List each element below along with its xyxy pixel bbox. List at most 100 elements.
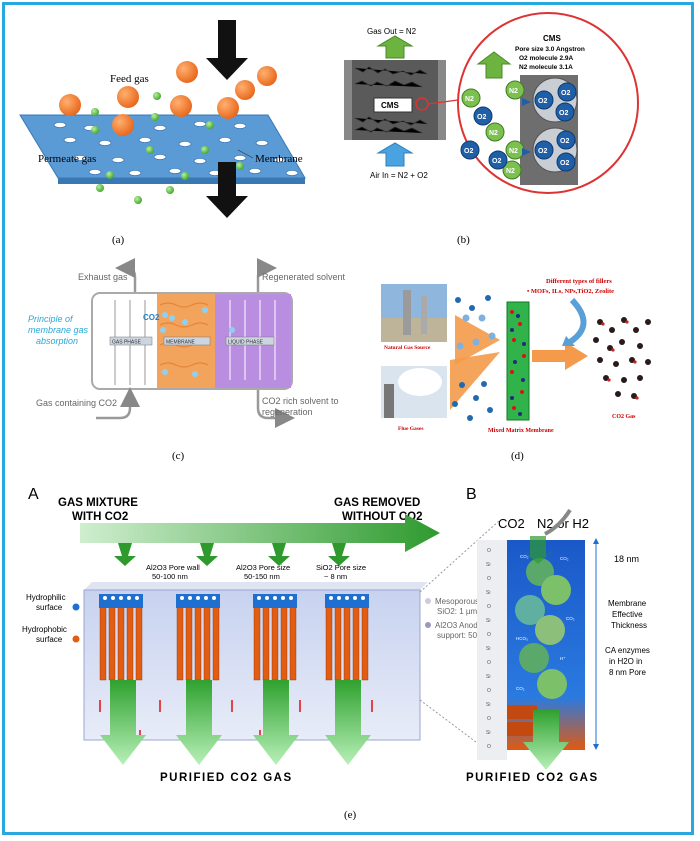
- svg-text:Si: Si: [486, 562, 490, 568]
- silica-wall: [477, 540, 507, 760]
- cms-tag: CMS: [381, 101, 399, 110]
- gas-out-label: Gas Out = N2: [367, 27, 417, 36]
- ca-line-1: CA enzymes: [605, 646, 650, 655]
- svg-text:O2: O2: [538, 98, 547, 105]
- effective-line-1: Membrane: [608, 599, 647, 608]
- anodisc-line-1: Al2O3 Anodisc: [435, 621, 487, 630]
- svg-text:O2: O2: [492, 158, 501, 165]
- permeate-molecules: [91, 92, 244, 204]
- svg-text:O: O: [487, 604, 491, 610]
- thickness-nm: 18 nm: [614, 554, 639, 564]
- liquid-phase-label: LIQUID PHASE: [228, 340, 264, 346]
- svg-text:O2: O2: [559, 110, 568, 117]
- svg-text:H⁺: H⁺: [560, 656, 566, 661]
- hydrophobic-line-1: Hydrophobic: [22, 625, 67, 634]
- rich-solvent-line-1: CO2 rich solvent to: [262, 396, 339, 406]
- svg-text:Si: Si: [486, 702, 490, 708]
- svg-text:O2: O2: [560, 160, 569, 167]
- n2-molecules: N2 N2 N2 N2 N2: [461, 80, 525, 180]
- ca-enzymes: [515, 558, 571, 699]
- sio2-size-line-1: SiO2 Pore size: [316, 563, 366, 572]
- svg-text:CO₂: CO₂: [560, 556, 569, 561]
- svg-text:N2: N2: [489, 130, 498, 137]
- svg-text:O: O: [487, 660, 491, 666]
- hydrophobic-line-2: surface: [36, 635, 63, 644]
- anodisc-line-2: support: 50 µm-thick: [437, 631, 511, 640]
- mesoporous-line-2: SiO2: 1 µm-thick: [437, 607, 497, 616]
- al2o3-size-line-2: 50-150 nm: [244, 572, 280, 581]
- gas-removed-line-2: WITHOUT CO2: [342, 511, 423, 523]
- gas-flow-arrow: [80, 514, 440, 552]
- feed-arrow: [206, 20, 248, 80]
- exhaust-gas-label: Exhaust gas: [78, 272, 128, 282]
- gas-removed-line-1: GAS REMOVED: [334, 497, 420, 509]
- membrane-label: Membrane: [255, 153, 303, 165]
- svg-text:N2: N2: [506, 168, 515, 175]
- panel-a: Feed gas Permeate gas Membrane (a): [19, 20, 306, 246]
- svg-text:HCO₃: HCO₃: [516, 636, 528, 641]
- purified-gas-label-a: PURIFIED CO2 GAS: [160, 772, 293, 784]
- effective-line-3: Thickness: [611, 621, 647, 630]
- svg-text:Si: Si: [486, 646, 490, 652]
- purified-gas-label-b: PURIFIED CO2 GAS: [466, 772, 599, 784]
- panel-d: Natural Gas Source Flue Gases: [381, 278, 651, 462]
- n2-h2-label: N2 or H2: [537, 516, 589, 531]
- svg-text:O: O: [487, 688, 491, 694]
- hydrophilic-line-1: Hydrophilic: [26, 593, 66, 602]
- svg-text:O2: O2: [464, 148, 473, 155]
- svg-text:Si: Si: [486, 590, 490, 596]
- feed-gas-label: Feed gas: [110, 73, 149, 85]
- fillers-title: Different types of fillers: [546, 278, 612, 285]
- svg-text:N2: N2: [509, 148, 518, 155]
- figure-border: [2, 2, 694, 835]
- al2o3-size-line-1: Al2O3 Pore size: [236, 563, 290, 572]
- letter-a: A: [28, 486, 39, 503]
- gas-molecules-feed: [452, 295, 493, 421]
- cms-title: CMS: [543, 34, 561, 43]
- svg-text:O: O: [487, 716, 491, 722]
- panel-b: Gas Out = N2 CMS Air In = N2 + O2 CMS Po…: [344, 12, 639, 246]
- air-in-label: Air In = N2 + O2: [370, 171, 428, 180]
- caption-d: (d): [511, 450, 524, 462]
- svg-text:CO₂: CO₂: [516, 686, 525, 691]
- co2-gas-label: CO2 Gas: [612, 414, 636, 420]
- o2-molecule-text: O2 molecule 2.9A: [519, 55, 573, 62]
- principle-line-3: absorption: [36, 336, 78, 346]
- svg-text:Si: Si: [486, 674, 490, 680]
- purified-flow-arrows: [100, 680, 371, 765]
- gas-containing-label: Gas containing CO2: [36, 398, 117, 408]
- ca-line-3: 8 nm Pore: [609, 668, 646, 677]
- svg-text:N2: N2: [509, 88, 518, 95]
- membrane-phase-label: MEMBRANE: [166, 340, 196, 346]
- caption-c: (c): [172, 450, 185, 462]
- rich-solvent-line-2: regeneration: [262, 407, 313, 417]
- svg-text:Si: Si: [486, 730, 490, 736]
- svg-text:N2: N2: [465, 96, 474, 103]
- mixed-matrix-membrane: [506, 301, 530, 421]
- gas-mixture-line-1: GAS MIXTURE: [58, 497, 138, 509]
- svg-text:O2: O2: [560, 138, 569, 145]
- fillers-list: • MOFs, ILs, NPs,TiO2, Zeolite: [527, 288, 614, 295]
- pore-size-text: Pore size 3.0 Angstron: [515, 46, 585, 53]
- svg-text:O2: O2: [477, 114, 486, 121]
- principle-line-2: membrane gas: [28, 325, 89, 335]
- pore-columns: [99, 594, 369, 681]
- svg-text:O2: O2: [538, 148, 547, 155]
- sio2-size-line-2: ~ 8 nm: [324, 572, 347, 581]
- svg-text:O: O: [487, 548, 491, 554]
- svg-text:CO₂: CO₂: [566, 616, 575, 621]
- caption-b: (b): [457, 234, 470, 246]
- co2-label: CO2: [143, 313, 160, 322]
- gas-out-arrow: [376, 35, 414, 59]
- regenerated-solvent-label: Regenerated solvent: [262, 272, 346, 282]
- ca-line-2: in H2O in: [609, 657, 642, 666]
- feed-gas-molecules: [59, 61, 277, 136]
- svg-text:O: O: [487, 744, 491, 750]
- natural-gas-label: Natural Gas Source: [384, 345, 431, 351]
- principle-line-1: Principle of: [28, 314, 74, 324]
- gas-phase-label: GAS PHASE: [112, 340, 142, 346]
- svg-text:O2: O2: [561, 90, 570, 97]
- air-in-arrow: [376, 142, 414, 167]
- permeate-arrow: [206, 162, 248, 218]
